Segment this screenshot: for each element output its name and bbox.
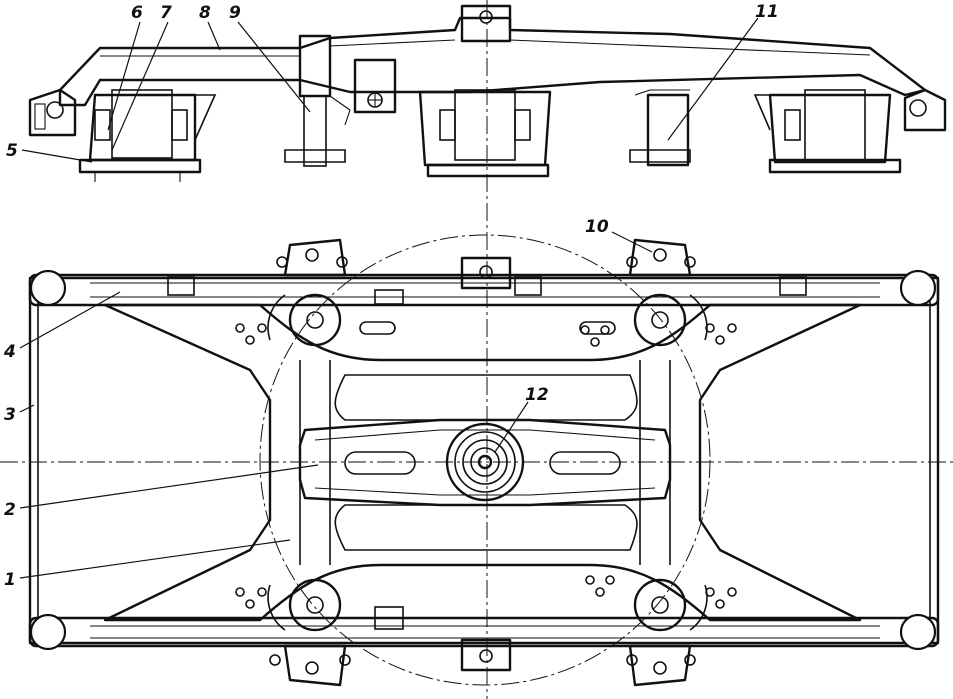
clip-1 [167, 276, 195, 296]
label-9: 9 [229, 3, 241, 23]
clip-2 [374, 289, 404, 305]
spring-seat-tr [633, 293, 708, 347]
clip-7 [579, 321, 616, 335]
clip-4 [779, 276, 807, 296]
bolster-slot-right [549, 451, 621, 475]
label-11: 11 [755, 2, 779, 22]
bolt-cluster-left-top [235, 323, 267, 345]
bolster-slot-left [344, 451, 416, 475]
label-8: 8 [199, 3, 211, 23]
label-4: 4 [3, 342, 16, 362]
label-3: 3 [4, 405, 16, 425]
bolt-cluster-inner [580, 325, 615, 597]
axlebox-right [753, 89, 902, 174]
corner-roller-br [899, 613, 937, 651]
lug-top-left [276, 238, 348, 277]
callout-labels: 6 7 8 9 11 5 10 4 3 12 2 1 [3, 2, 779, 590]
center-tab-top [460, 256, 512, 290]
center-bracket [353, 58, 397, 114]
spring-seat-tl [267, 293, 342, 347]
label-2: 2 [4, 500, 16, 520]
corner-roller-bl [29, 613, 67, 651]
corner-roller-tl [29, 269, 67, 307]
center-pivot-12 [445, 422, 525, 502]
bolt-cluster-left-bottom [235, 587, 267, 609]
center-tab-bottom [460, 638, 512, 672]
bolster-frame-1 [103, 303, 862, 622]
spring-seat-bl [267, 578, 342, 632]
axlebox-left [78, 89, 217, 182]
bolt-cluster-right-top [705, 323, 737, 345]
bolt-cluster-right-bottom [705, 587, 737, 609]
frame-opening-bottom [334, 504, 638, 551]
label-12: 12 [525, 385, 549, 405]
side-beam-top-4 [28, 273, 940, 307]
lug-bottom-left [269, 644, 351, 687]
left-end-bracket [28, 88, 77, 137]
top-pivot-block [460, 4, 512, 43]
label-5: 5 [6, 141, 18, 161]
clip-5 [374, 606, 404, 630]
suspension-unit-9 [284, 34, 351, 167]
bolster-2 [298, 418, 672, 507]
plan-view [0, 234, 953, 687]
leader-lines [19, 17, 759, 579]
corner-roller-tr [899, 269, 937, 307]
spring-unit-11 [629, 89, 691, 167]
side-elevation-view [28, 4, 947, 182]
right-end-bracket [903, 88, 947, 132]
swing-circle [259, 234, 711, 686]
spring-seat-br [633, 578, 708, 632]
label-7: 7 [160, 3, 172, 23]
frame-opening-top [334, 374, 638, 421]
clip-3 [514, 276, 542, 296]
label-1: 1 [4, 570, 16, 590]
label-6: 6 [131, 3, 143, 23]
lug-bottom-right [626, 644, 696, 687]
lug-top-right-10 [626, 238, 696, 277]
clip-6 [359, 321, 396, 335]
axlebox-center [418, 89, 552, 178]
label-10: 10 [585, 217, 609, 237]
